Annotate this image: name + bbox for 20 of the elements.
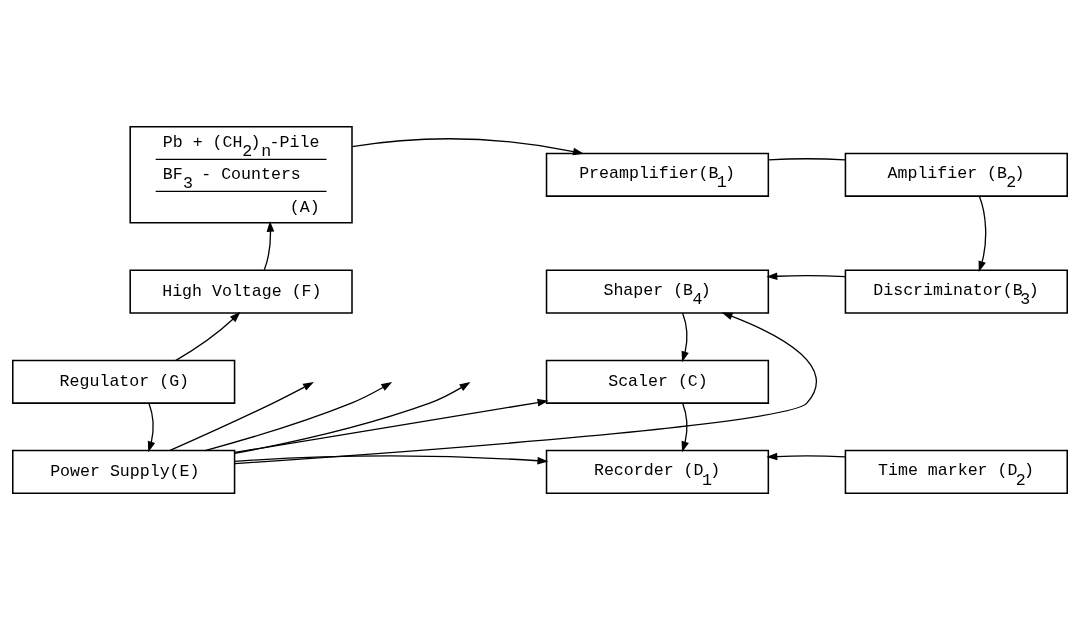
node-box: Regulator (G) [12,359,236,404]
arrow [169,381,314,451]
arrow [978,195,987,272]
arrow [351,137,584,155]
connector [767,157,846,160]
arrow [681,402,689,452]
node-box: Power Supply(E) [12,449,236,494]
node-box: High Voltage (F) [129,269,353,314]
arrow [234,398,549,453]
node-box: Scaler (C) [545,359,770,404]
arrow [234,381,471,454]
arrow [204,381,393,451]
arrow [263,220,275,270]
arrow [147,402,156,452]
arrow [234,311,817,464]
arrow [766,452,846,460]
arrow [766,271,846,280]
arrow [681,312,689,362]
arrow [234,454,549,465]
arrow [175,311,241,361]
